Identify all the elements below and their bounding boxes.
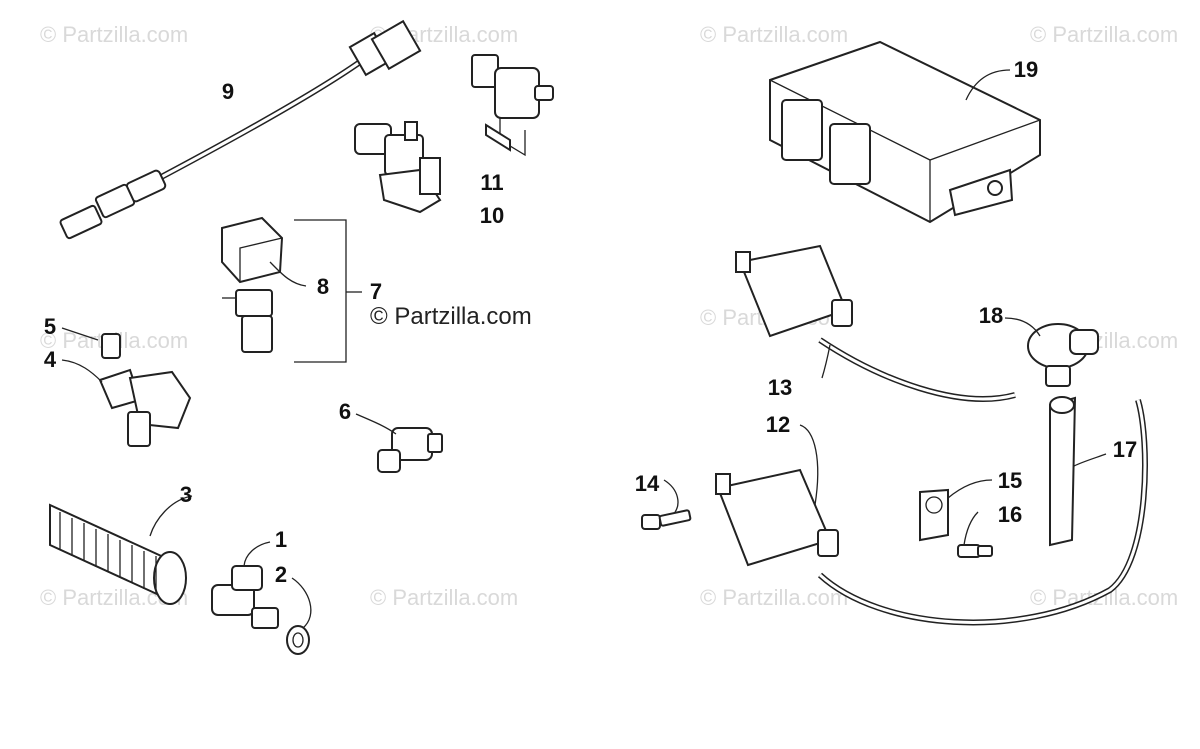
callout-1: 1: [274, 527, 288, 552]
callout-18: 18: [978, 303, 1004, 328]
callout-6: 6: [338, 399, 352, 424]
oxygen-sensor-part: [59, 19, 422, 240]
callout-12: 12: [765, 412, 791, 437]
ignition-coil-lower-part: [715, 399, 1148, 626]
watermark: © Partzilla.com: [700, 22, 849, 47]
clamp-part: [919, 479, 993, 558]
watermark: © Partzilla.com: [700, 585, 849, 610]
callout-11: 11: [480, 170, 504, 195]
bolt-14-part: [641, 479, 692, 530]
watermark: © Partzilla.com: [1030, 22, 1179, 47]
callout-19: 19: [1013, 57, 1039, 82]
callout-5: 5: [43, 314, 57, 339]
callout-7: 7: [369, 279, 383, 304]
ignition-coil-upper-part: [735, 244, 1016, 402]
callout-16: 16: [997, 502, 1023, 527]
callout-4: 4: [43, 347, 57, 372]
callout-8: 8: [316, 274, 330, 299]
pressure-switch-part: [355, 413, 443, 473]
callout-2: 2: [274, 562, 288, 587]
spark-plug-cap-part: [1004, 317, 1107, 547]
callout-13: 13: [767, 375, 793, 400]
callout-17: 17: [1112, 437, 1138, 462]
watermark: © Partzilla.com: [370, 585, 519, 610]
callout-14: 14: [634, 471, 660, 496]
ecu-part: [769, 40, 1041, 224]
corrugated-tube-part: [49, 495, 193, 605]
valve-bracket-part: [354, 121, 442, 214]
map-sensor-part: [61, 327, 192, 447]
callout-3: 3: [179, 482, 193, 507]
temp-sensor-part: [211, 541, 312, 655]
watermark: © Partzilla.com: [1030, 585, 1179, 610]
relay-group-part: [221, 216, 362, 363]
center-watermark: © Partzilla.com: [370, 303, 532, 330]
callout-9: 9: [221, 79, 235, 104]
solenoid-valve-part: [471, 54, 554, 157]
callout-15: 15: [997, 468, 1023, 493]
callout-10: 10: [479, 203, 505, 228]
watermark: © Partzilla.com: [40, 22, 189, 47]
